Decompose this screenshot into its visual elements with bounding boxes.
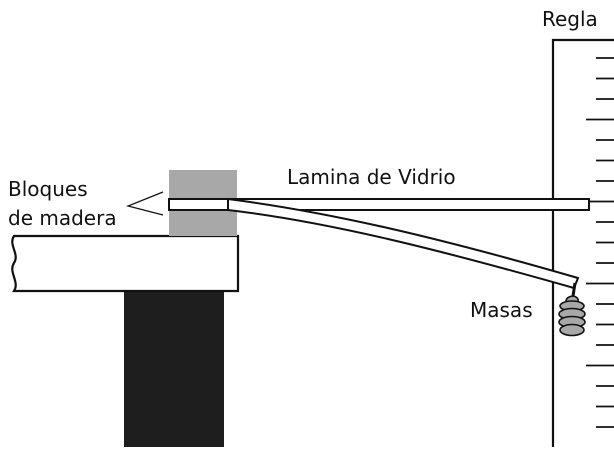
table-leg	[124, 288, 224, 447]
glass-strip-straight	[168, 198, 590, 211]
masses-label: Masas	[470, 298, 533, 322]
wood-block-bottom	[169, 210, 237, 236]
masses-stack	[558, 295, 586, 337]
mass-hook	[571, 282, 577, 297]
blocks-pointer-lines	[125, 191, 164, 216]
glass-strip-bent	[227, 197, 580, 290]
glass-strip-label: Lamina de Vidrio	[287, 165, 456, 189]
blocks-label-line2: de madera	[8, 206, 117, 230]
table-top	[11, 234, 240, 293]
ruler-frame	[551, 38, 614, 447]
ruler-label: Regla	[542, 7, 598, 31]
blocks-label-line1: Bloques	[8, 177, 88, 201]
ruler-ticks	[586, 57, 614, 428]
wood-block-top	[169, 170, 237, 199]
